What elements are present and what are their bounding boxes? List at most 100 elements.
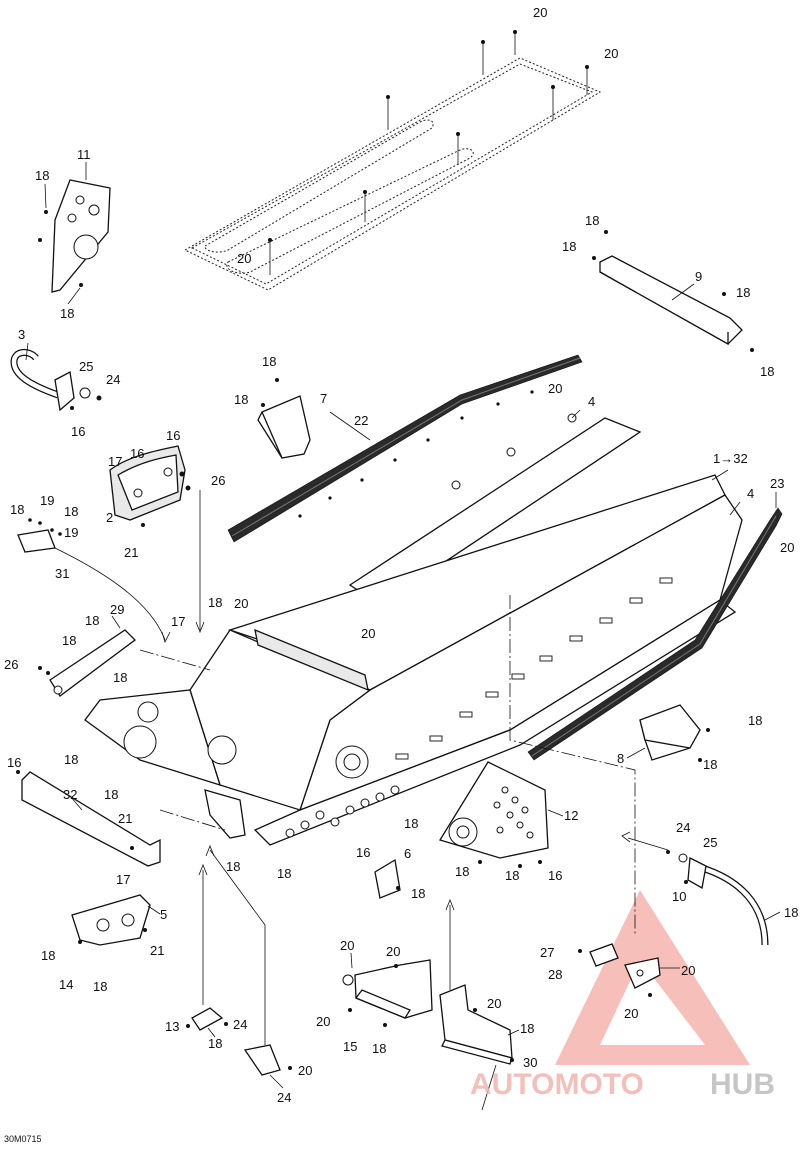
callout-22: 22 xyxy=(354,413,368,428)
callout-8: 8 xyxy=(617,751,624,766)
watermark-brand-part2: HUB xyxy=(710,1068,775,1101)
callout-27: 28 xyxy=(548,967,562,982)
part-27-28-brackets xyxy=(578,943,661,997)
part-23-slide-rail xyxy=(527,507,783,761)
callout-18: 30 xyxy=(523,1055,537,1070)
part-22-slide-rail xyxy=(227,354,583,543)
callout-3: 3 xyxy=(18,327,25,342)
callout-18: 21 xyxy=(150,943,164,958)
callout-4: 4 xyxy=(588,394,595,409)
callout-20: 24 xyxy=(233,1017,247,1032)
callout-18: 18 xyxy=(455,864,469,879)
callout-24: 24 xyxy=(106,372,120,387)
callout-18: 18 xyxy=(41,948,55,963)
callout-10: 5 xyxy=(160,907,167,922)
callout-15: 18 xyxy=(520,1021,534,1036)
callout-26: 26 xyxy=(211,473,225,488)
part-3-tube xyxy=(10,349,102,412)
callout-17: 17 xyxy=(116,872,130,887)
callout-6: 6 xyxy=(404,846,411,861)
callout-31: 31 xyxy=(55,566,69,581)
callout-20: 20 xyxy=(361,626,375,641)
watermark-brand-part1: AUTOMOTO xyxy=(470,1068,644,1101)
part-6-bracket xyxy=(374,858,401,899)
callout-17: 17 xyxy=(171,614,185,629)
callout-18: 18 xyxy=(85,613,99,628)
callout-21: 21 xyxy=(118,811,132,826)
callout-18: 18 xyxy=(703,757,717,772)
part-5-tube xyxy=(666,850,769,946)
callout-18: 18 xyxy=(104,787,118,802)
callout-5: 18 xyxy=(784,905,798,920)
callout-18: 18 xyxy=(505,868,519,883)
part-32-brace xyxy=(16,770,161,867)
callout-leaders xyxy=(25,162,781,1111)
callout-18: 18 xyxy=(64,504,78,519)
part-2-bracket xyxy=(109,445,191,527)
callout-24: 24 xyxy=(676,820,690,835)
callout-18: 18 xyxy=(208,595,222,610)
rail-22-screws xyxy=(298,390,534,518)
callout-16: 10 xyxy=(672,889,686,904)
callout-18: 18 xyxy=(562,239,576,254)
part-11-plate xyxy=(38,179,111,293)
callout-4: 4 xyxy=(747,486,754,501)
callout-18: 18 xyxy=(748,713,762,728)
part-13-bracket xyxy=(186,1007,228,1031)
part-7-guard xyxy=(257,378,311,459)
callout-14: 20 xyxy=(340,938,354,953)
callout-28: 20 xyxy=(681,963,695,978)
callout-18: 18 xyxy=(760,364,774,379)
callout-19: 19 xyxy=(64,525,78,540)
callout-18: 18 xyxy=(35,168,49,183)
callout-20: 20 xyxy=(234,596,248,611)
callout-20: 20 xyxy=(487,996,501,1011)
callout-11: 11 xyxy=(77,147,91,162)
plate-12-holes xyxy=(493,786,534,839)
callout-2: 2 xyxy=(106,510,113,525)
part-30-bracket xyxy=(243,1044,292,1076)
callout-20: 20 xyxy=(533,5,547,20)
callout-7: 7 xyxy=(320,391,327,406)
callout-18: 18 xyxy=(277,866,291,881)
part-14-step-bracket xyxy=(342,959,433,1027)
callout-24: 20 xyxy=(316,1014,330,1029)
callout-21: 21 xyxy=(124,545,138,560)
tunnel-holes xyxy=(285,785,400,838)
part-15-step-bracket xyxy=(439,984,514,1065)
part-29-brace xyxy=(38,629,136,697)
callout-16: 16 xyxy=(130,446,144,461)
callout-18: 14 xyxy=(59,977,73,992)
callout-19: 19 xyxy=(40,493,54,508)
callout-18: 18 xyxy=(234,392,248,407)
part-12-plate xyxy=(439,761,549,868)
part-31-bracket xyxy=(17,518,62,553)
callout-20: 27 xyxy=(540,945,554,960)
callout-18: 18 xyxy=(226,859,240,874)
watermark-wordmark: AUTOMOTO HUB xyxy=(470,1068,775,1101)
callout-23: 23 xyxy=(770,476,784,491)
callout-25: 25 xyxy=(79,359,93,374)
callout-30: 24 xyxy=(277,1090,291,1105)
callout-18: 18 xyxy=(262,354,276,369)
callout-18: 20 xyxy=(298,1063,312,1078)
callout-20: 20 xyxy=(624,1006,638,1021)
callout-16: 16 xyxy=(166,428,180,443)
callout-26: 26 xyxy=(4,657,18,672)
callout-20: 13 xyxy=(165,1019,179,1034)
callout-18: 15 xyxy=(343,1039,357,1054)
callout-labels: 20 20 11 18 18 20 18 18 9 18 18 3 25 24 … xyxy=(4,5,798,1105)
callout-18: 18 xyxy=(404,816,418,831)
callout-16: 16 xyxy=(71,424,85,439)
callout-18: 18 xyxy=(62,633,76,648)
running-board-phantom xyxy=(183,30,602,291)
callout-18: 18 xyxy=(60,306,74,321)
callout-20: 18 xyxy=(372,1041,386,1056)
callout-1-32: 1→32 xyxy=(713,451,748,466)
callout-18: 18 xyxy=(736,285,750,300)
callout-9: 9 xyxy=(695,269,702,284)
callout-25: 25 xyxy=(703,835,717,850)
callout-13: 18 xyxy=(208,1036,222,1051)
callout-18: 16 xyxy=(548,868,562,883)
